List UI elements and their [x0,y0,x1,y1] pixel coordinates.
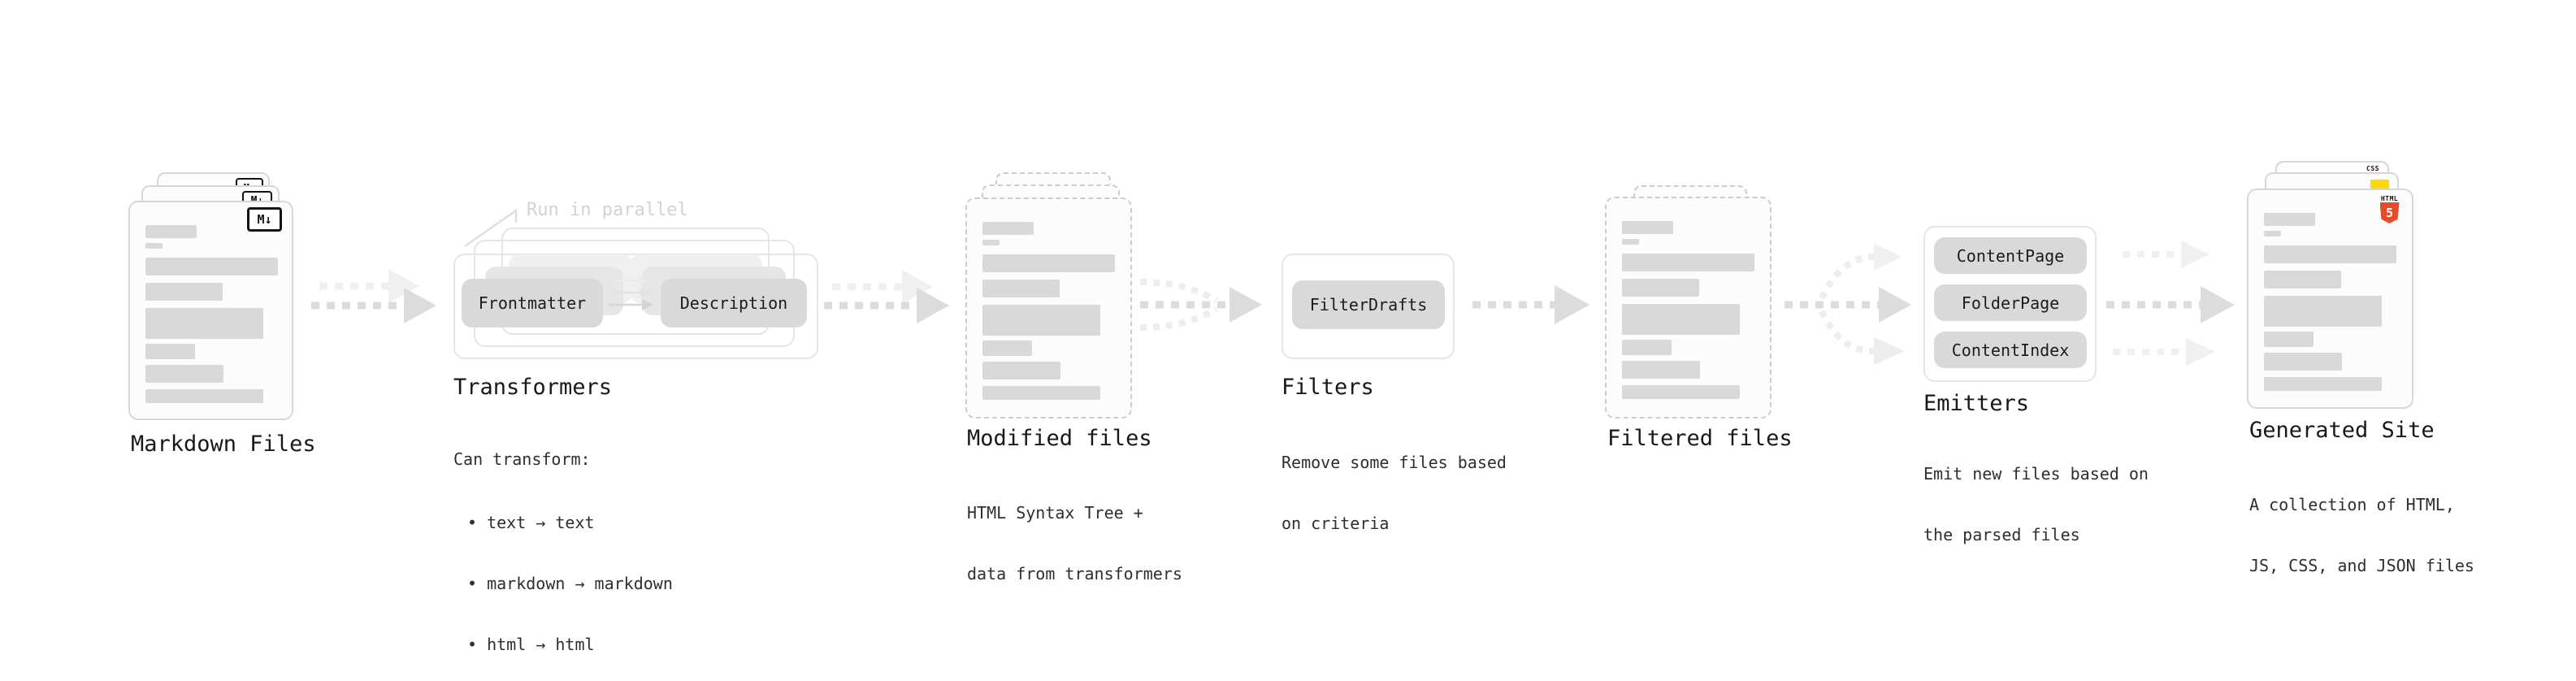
transformers-bullet: • html → html [467,635,595,654]
markdown-file-card-front: M↓ [128,201,293,420]
generated-file-card-front: HTML 5 [2247,189,2413,409]
contentindex-pill: ContentIndex [1934,332,2087,368]
modified-files-description: HTML Syntax Tree + data from transformer… [967,503,1182,583]
contentpage-pill: ContentPage [1934,237,2087,274]
emitters-description: Emit new files based on the parsed files [1923,464,2149,544]
generated-site-description: A collection of HTML, JS, CSS, and JSON … [2249,495,2474,575]
markdown-files-title: Markdown Files [131,432,316,457]
emitters-title: Emitters [1923,391,2030,416]
js-file-icon [2370,180,2389,189]
transformers-desc-heading: Can transform: [453,449,591,469]
filterdrafts-pill: FilterDrafts [1292,280,1445,329]
arrow-filtered-to-emitters-fanout [1785,243,1911,365]
run-in-parallel-annotation: Run in parallel [527,200,688,220]
modified-file-card-front [965,197,1132,419]
filtered-file-card-front [1605,197,1772,419]
markdown-file-icon: M↓ [247,207,282,232]
generated-site-title: Generated Site [2249,418,2435,443]
transformers-title: Transformers [453,375,613,400]
filters-description: Remove some files based on criteria [1281,453,1507,533]
arrow-filters-to-filtered [1472,285,1589,324]
filtered-files-title: Filtered files [1607,426,1793,451]
folderpage-pill: FolderPage [1934,284,2087,321]
frontmatter-pill: Frontmatter [462,279,603,327]
transformers-description: Can transform: • text → text • markdown … [453,409,673,681]
html5-file-icon: HTML 5 [2379,195,2400,223]
transformers-bullet: • text → text [467,513,595,532]
document-skeleton-lines [2264,213,2396,391]
arrow-modified-to-filters-merge [1139,279,1262,331]
modified-files-title: Modified files [967,426,1152,451]
document-skeleton-lines [982,222,1115,400]
description-pill: Description [661,279,807,327]
transformers-bullet: • markdown → markdown [467,574,673,593]
document-skeleton-lines [145,225,278,403]
filters-title: Filters [1281,375,1374,400]
arrow-markdown-to-transformers [311,269,436,323]
document-skeleton-lines [1622,221,1754,399]
arrow-emitters-to-generated [2106,241,2235,366]
arrow-transformers-to-modified [824,270,949,323]
